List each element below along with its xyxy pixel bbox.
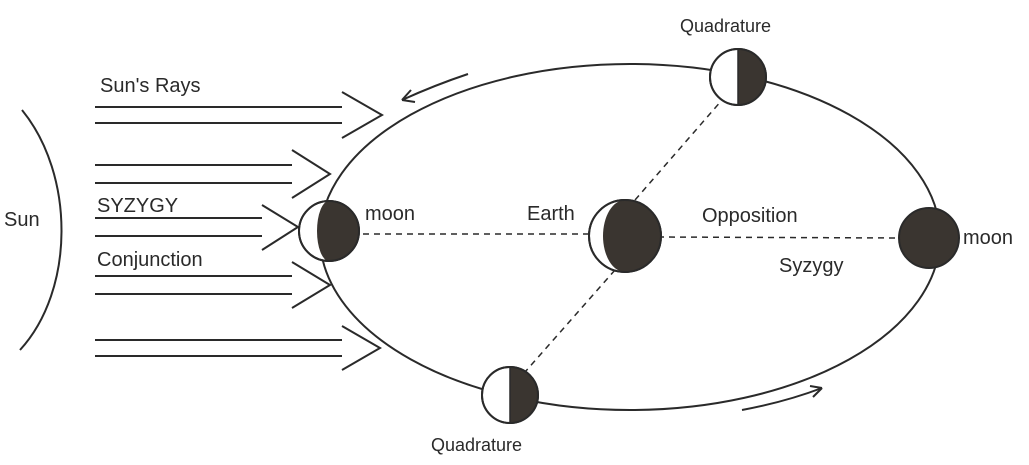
orbit-direction-top <box>401 73 469 103</box>
moon-quadrature-bottom-icon <box>481 366 539 424</box>
moon-quadrature-top-icon <box>709 48 767 106</box>
syzygy-upper-label: SYZYGY <box>97 195 178 217</box>
moon-right-label: moon <box>963 227 1013 249</box>
moon-conjunction-icon <box>298 200 360 262</box>
alignment-lines <box>352 99 901 373</box>
moon-left-label: moon <box>365 203 415 225</box>
syzygy-label: Syzygy <box>779 255 843 277</box>
quadrature-top-label: Quadrature <box>680 16 771 36</box>
opposition-label: Opposition <box>702 205 798 227</box>
ray-arrow <box>95 325 382 371</box>
ray-arrow <box>95 91 385 139</box>
ray-arrow <box>95 204 300 251</box>
ray-arrow <box>95 261 332 309</box>
conjunction-label: Conjunction <box>97 249 203 271</box>
sun-label: Sun <box>4 209 40 231</box>
orbit-direction-bottom <box>741 385 823 411</box>
moon-opposition-icon <box>898 207 960 269</box>
quadrature-bottom-label: Quadrature <box>431 435 522 455</box>
sun-limb <box>19 109 63 351</box>
earth-icon <box>588 199 662 273</box>
sun-rays <box>95 91 385 371</box>
ray-arrow <box>95 149 332 199</box>
suns-rays-label: Sun's Rays <box>100 75 201 97</box>
earth-label: Earth <box>527 203 575 225</box>
